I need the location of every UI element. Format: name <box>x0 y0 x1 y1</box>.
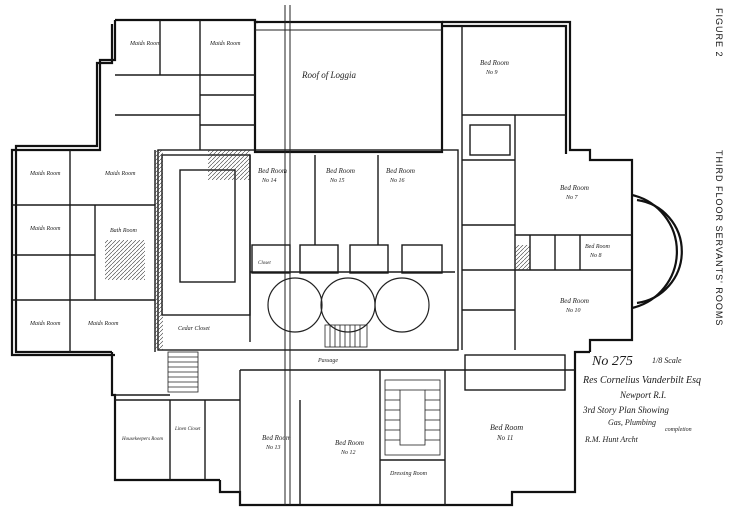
label-bed-room-7: Bed Room <box>560 184 589 192</box>
label-bed-room-10-no: No 10 <box>565 308 581 314</box>
label-closet: Closet <box>258 261 271 266</box>
room-labels: Roof of Loggia Bed Room No 9 Bed Room No… <box>29 41 610 477</box>
stair-west <box>167 351 199 393</box>
drawing-scale: 1/8 Scale <box>652 356 682 365</box>
label-bed-room-12: Bed Room <box>335 439 364 447</box>
drawing-plan-sub: Gas, Plumbing <box>608 418 656 427</box>
label-linen-closet: Linen Closet <box>174 427 201 432</box>
label-bed-room-16-no: No 16 <box>389 178 405 184</box>
label-maids-room-a: Maids Room <box>29 171 61 177</box>
label-housekeepers-room: Housekeepers Room <box>121 437 163 442</box>
label-bed-room-11-no: No 11 <box>496 434 513 442</box>
label-cedar-closet: Cedar Closet <box>178 326 210 332</box>
figure-caption: THIRD FLOOR SERVANTS' ROOMS <box>714 150 724 326</box>
label-maids-room-g: Maids Room <box>209 41 241 47</box>
stair-south <box>384 379 441 456</box>
label-roof-of-loggia: Roof of Loggia <box>301 70 357 80</box>
label-bath-room: Bath Room <box>110 228 137 234</box>
drawing-plan-name: 3rd Story Plan Showing <box>582 405 669 415</box>
label-bed-room-13: Bed Room <box>262 434 291 442</box>
drawing-architect: R.M. Hunt Archt <box>584 435 639 444</box>
drawing-number: No 275 <box>591 354 633 369</box>
label-bed-room-7-no: No 7 <box>565 195 579 201</box>
label-bed-room-13-no: No 13 <box>265 445 281 451</box>
label-bed-room-11: Bed Room <box>490 423 523 432</box>
drawing-place: Newport R.I. <box>619 390 666 400</box>
label-bed-room-15: Bed Room <box>326 167 355 175</box>
label-bed-room-14: Bed Room <box>258 167 287 175</box>
label-maids-room-e: Maids Room <box>87 321 119 327</box>
label-bed-room-15-no: No 15 <box>329 178 345 184</box>
label-bed-room-14-no: No 14 <box>261 177 277 184</box>
title-block: No 275 1/8 Scale Res Cornelius Vanderbil… <box>582 354 701 444</box>
label-dressing-room: Dressing Room <box>389 471 428 477</box>
label-maids-room-f: Maids Room <box>129 41 161 47</box>
label-bed-room-10: Bed Room <box>560 297 589 305</box>
hatched-walls <box>105 150 530 350</box>
label-bed-room-12-no: No 12 <box>340 450 356 456</box>
drawing-rule-lines <box>255 5 442 505</box>
figure-label: FIGURE 2 <box>714 8 724 58</box>
drawing-note: completion <box>665 427 692 433</box>
label-bed-room-8: Bed Room <box>585 244 610 250</box>
label-bed-room-9: Bed Room <box>480 59 509 67</box>
label-bed-room-16: Bed Room <box>386 167 415 175</box>
label-bed-room-9-no: No 9 <box>485 70 498 76</box>
label-bed-room-8-no: No 8 <box>589 253 602 259</box>
skylights <box>267 277 430 333</box>
label-maids-room-c: Maids Room <box>29 226 61 232</box>
drawing-client: Res Cornelius Vanderbilt Esq <box>582 375 701 386</box>
label-passage: Passage <box>317 358 338 364</box>
label-maids-room-d: Maids Room <box>29 321 61 327</box>
label-maids-room-b: Maids Room <box>104 171 136 177</box>
